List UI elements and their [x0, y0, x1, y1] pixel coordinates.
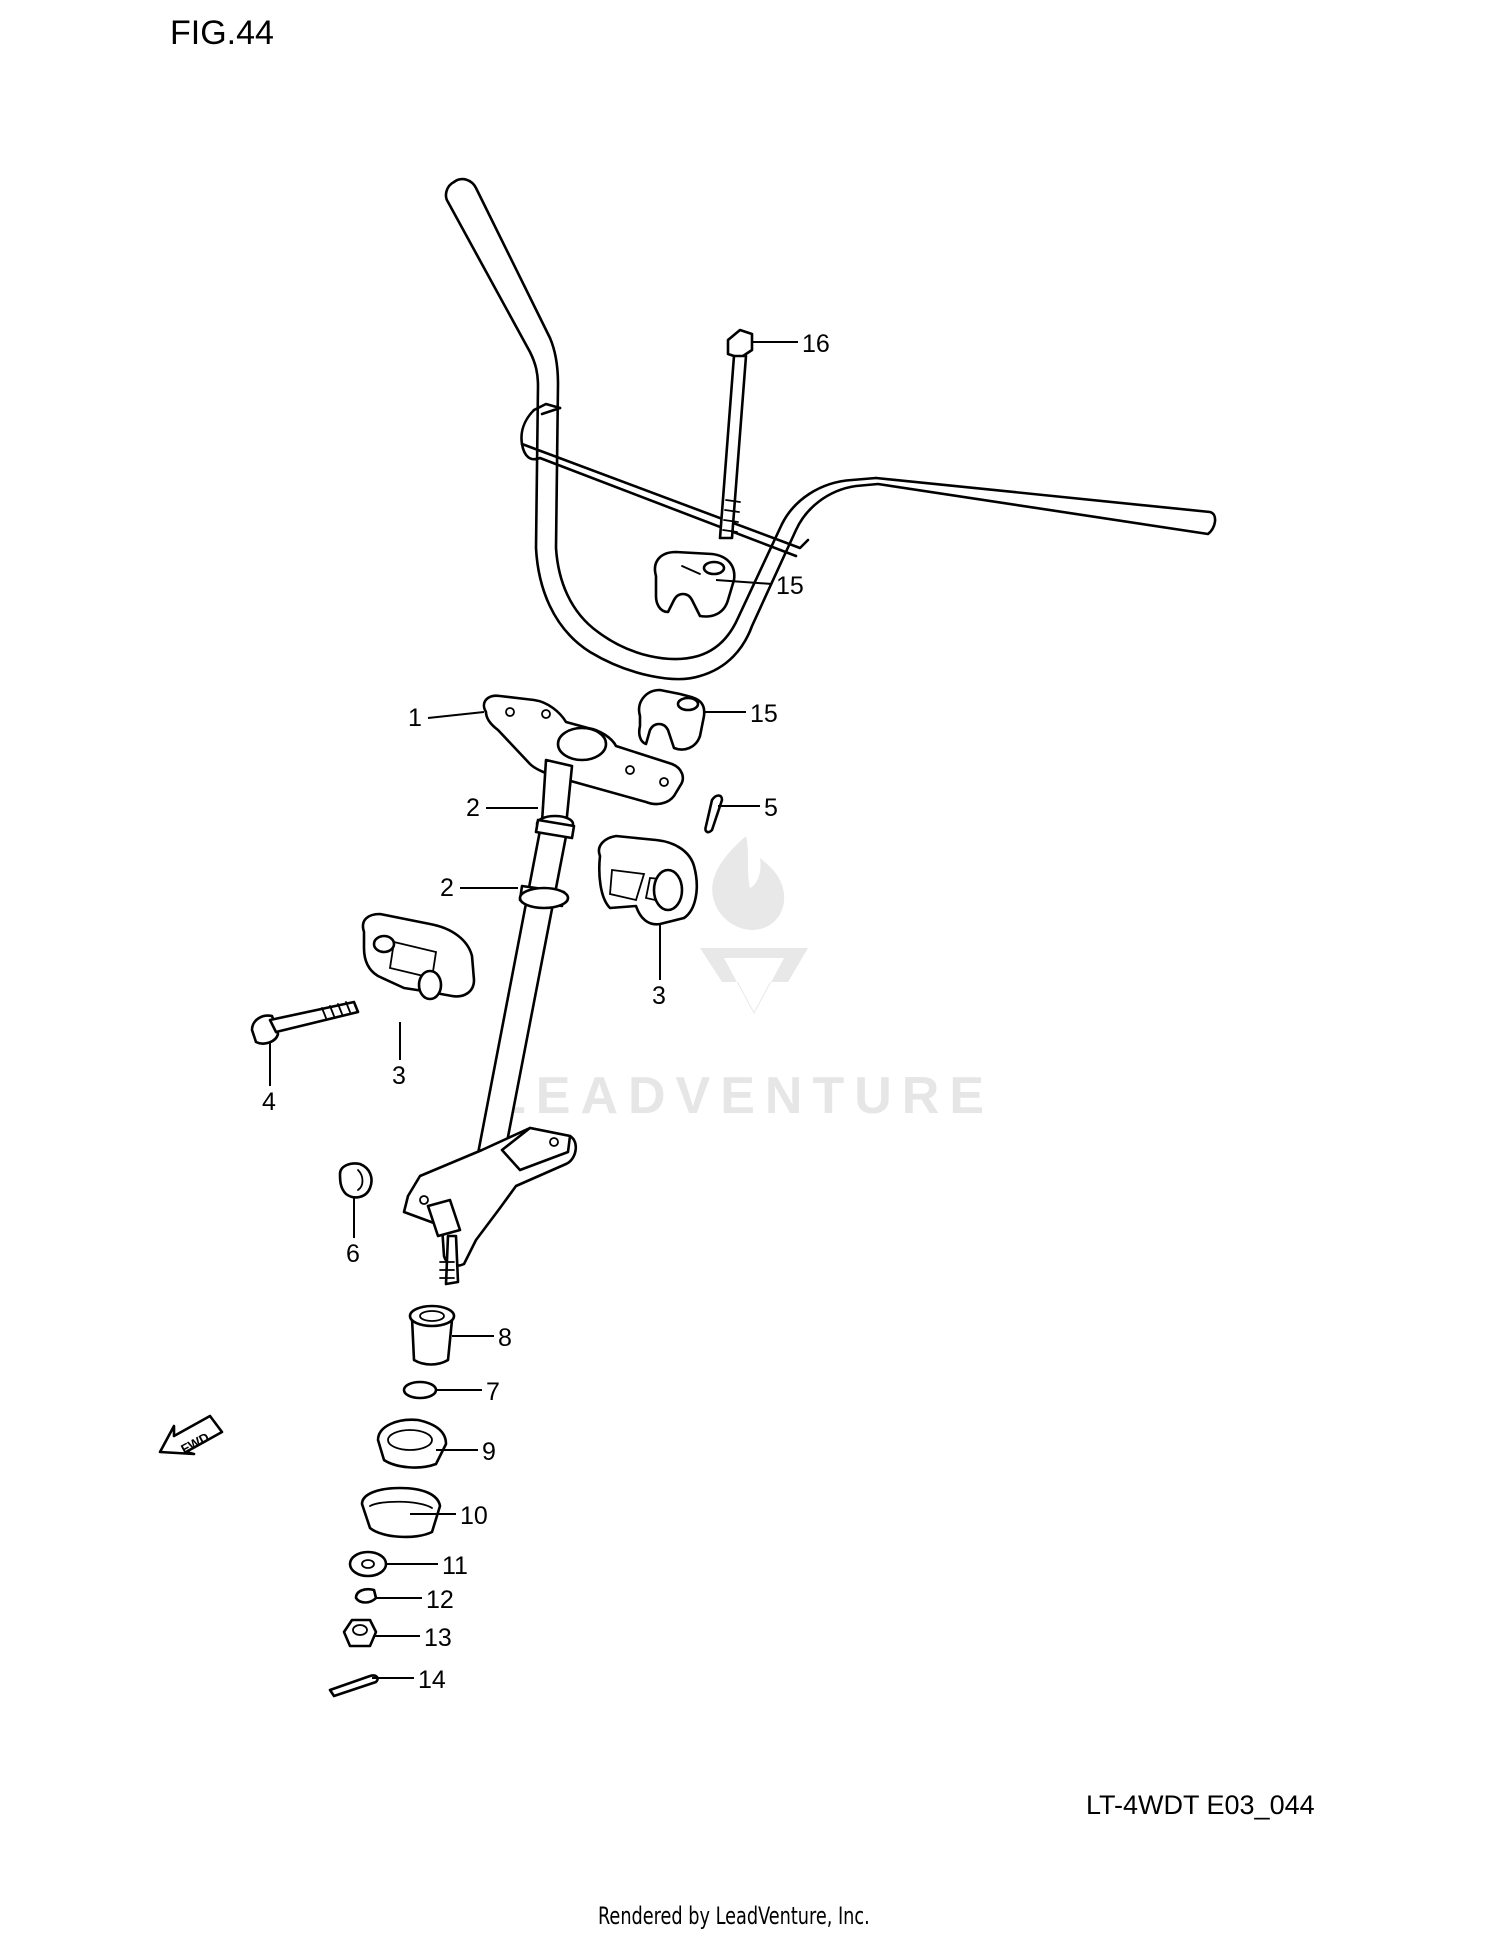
callout-15-lower: 15 — [750, 700, 778, 728]
washer-7 — [402, 1380, 438, 1400]
lower-handlebar-holder — [637, 688, 706, 751]
callout-1: 1 — [408, 704, 422, 732]
holder-bolt — [250, 1000, 360, 1045]
handlebar — [444, 177, 1217, 681]
washer-11 — [348, 1550, 388, 1578]
bushing — [408, 1304, 456, 1366]
callout-2-lower: 2 — [440, 874, 454, 902]
castle-nut — [342, 1618, 378, 1648]
upper-handlebar-holder — [653, 550, 736, 618]
oil-seal — [376, 1418, 448, 1469]
callout-3-right: 3 — [652, 982, 666, 1010]
shaft-holder-left — [361, 912, 476, 1001]
callout-8: 8 — [498, 1324, 512, 1352]
callout-10: 10 — [460, 1502, 488, 1530]
callout-16: 16 — [802, 330, 830, 358]
lock-washer — [354, 1587, 378, 1604]
dust-seal — [360, 1486, 442, 1539]
handlebar-bolt — [718, 328, 754, 540]
callout-5: 5 — [764, 794, 778, 822]
callout-15-upper: 15 — [776, 572, 804, 600]
cotter-pin-bottom — [328, 1674, 379, 1698]
steering-shaft — [402, 758, 578, 1286]
callout-14: 14 — [418, 1666, 446, 1694]
callout-13: 13 — [424, 1624, 452, 1652]
footer-credit: Rendered by LeadVenture, Inc. — [598, 1902, 870, 1930]
leader-lines — [269, 341, 798, 1679]
upper-steering-bracket — [482, 694, 685, 806]
callout-4: 4 — [262, 1088, 276, 1116]
callout-7: 7 — [486, 1378, 500, 1406]
callout-9: 9 — [482, 1438, 496, 1466]
shaft-holder-right — [597, 834, 698, 926]
model-code: LT-4WDT E03_044 — [1086, 1790, 1315, 1820]
fwd-arrow-icon: FWD — [158, 1414, 224, 1457]
v-logo-icon — [700, 948, 808, 1014]
figure-title: FIG.44 — [170, 14, 274, 52]
callout-6: 6 — [346, 1240, 360, 1268]
callout-12: 12 — [426, 1586, 454, 1614]
flame-icon — [712, 836, 785, 930]
callout-2-upper: 2 — [466, 794, 480, 822]
callout-3-left: 3 — [392, 1062, 406, 1090]
watermark-text: LEADVENTURE — [494, 1067, 994, 1125]
leadventure-watermark: LEADVENTURE — [494, 836, 994, 1125]
callout-numbers: 1 2 2 3 3 4 5 6 7 8 9 10 11 12 13 14 15 … — [262, 330, 830, 1694]
callout-11: 11 — [442, 1552, 468, 1580]
stopper — [338, 1162, 373, 1199]
cotter-pin-top — [704, 794, 724, 834]
